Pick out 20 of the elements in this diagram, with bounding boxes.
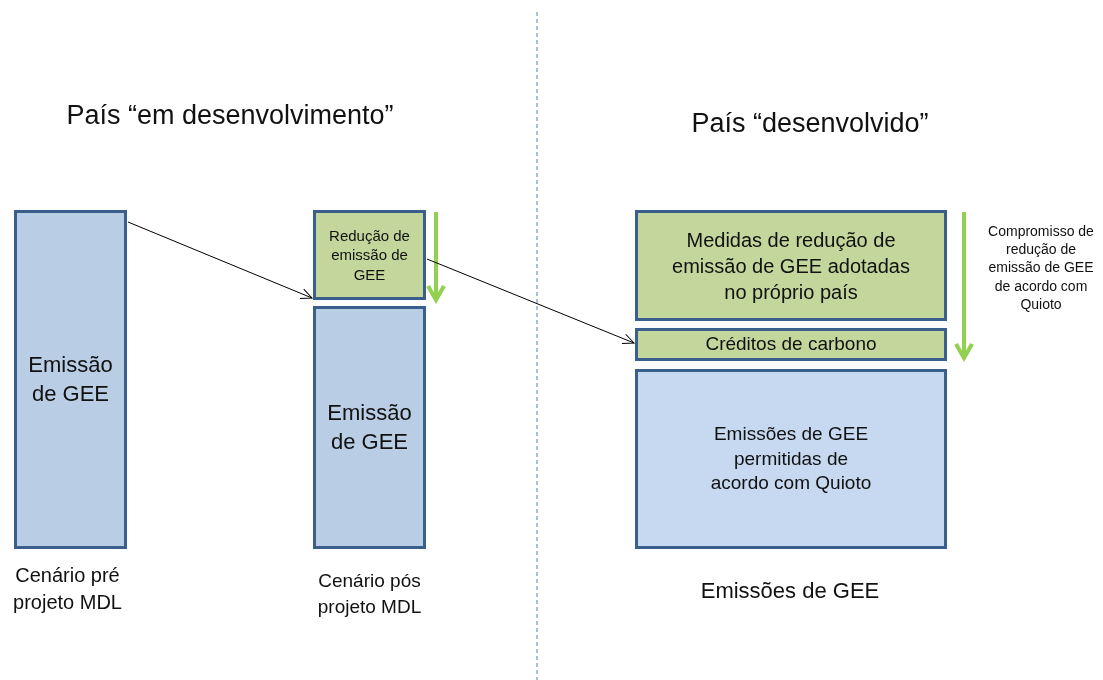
section-heading: País “em desenvolvimento” (65, 99, 395, 132)
bar-segment (635, 328, 947, 361)
segment-label: Créditos de carbono (704, 332, 878, 357)
arrow (127, 221, 313, 299)
segment-label: Medidas de redução de emissão de GEE adotadas no próprio país (671, 227, 911, 305)
section-heading: País “desenvolvido” (690, 107, 930, 140)
segment-label: Emissão de GEE (326, 398, 413, 456)
arrow (426, 258, 635, 344)
bar-segment (635, 369, 947, 549)
segment-label: Emissões de GEE permitidas de acordo com Quioto (709, 421, 873, 496)
segment-label: Emissão de GEE (27, 350, 114, 408)
bar-caption: Emissões de GEE (699, 577, 881, 605)
bar-segment (313, 306, 426, 549)
bar-segment (635, 210, 947, 321)
segment-label: Redução de emissão de GEE (328, 225, 411, 285)
bar-segment (313, 210, 426, 300)
bar-caption: Cenário pós projeto MDL (316, 569, 423, 619)
annotation-text: Compromisso de redução de emissão de GEE de acordo com Quioto (987, 222, 1095, 313)
bar-segment (14, 210, 127, 549)
bar-caption: Cenário pré projeto MDL (12, 563, 123, 615)
